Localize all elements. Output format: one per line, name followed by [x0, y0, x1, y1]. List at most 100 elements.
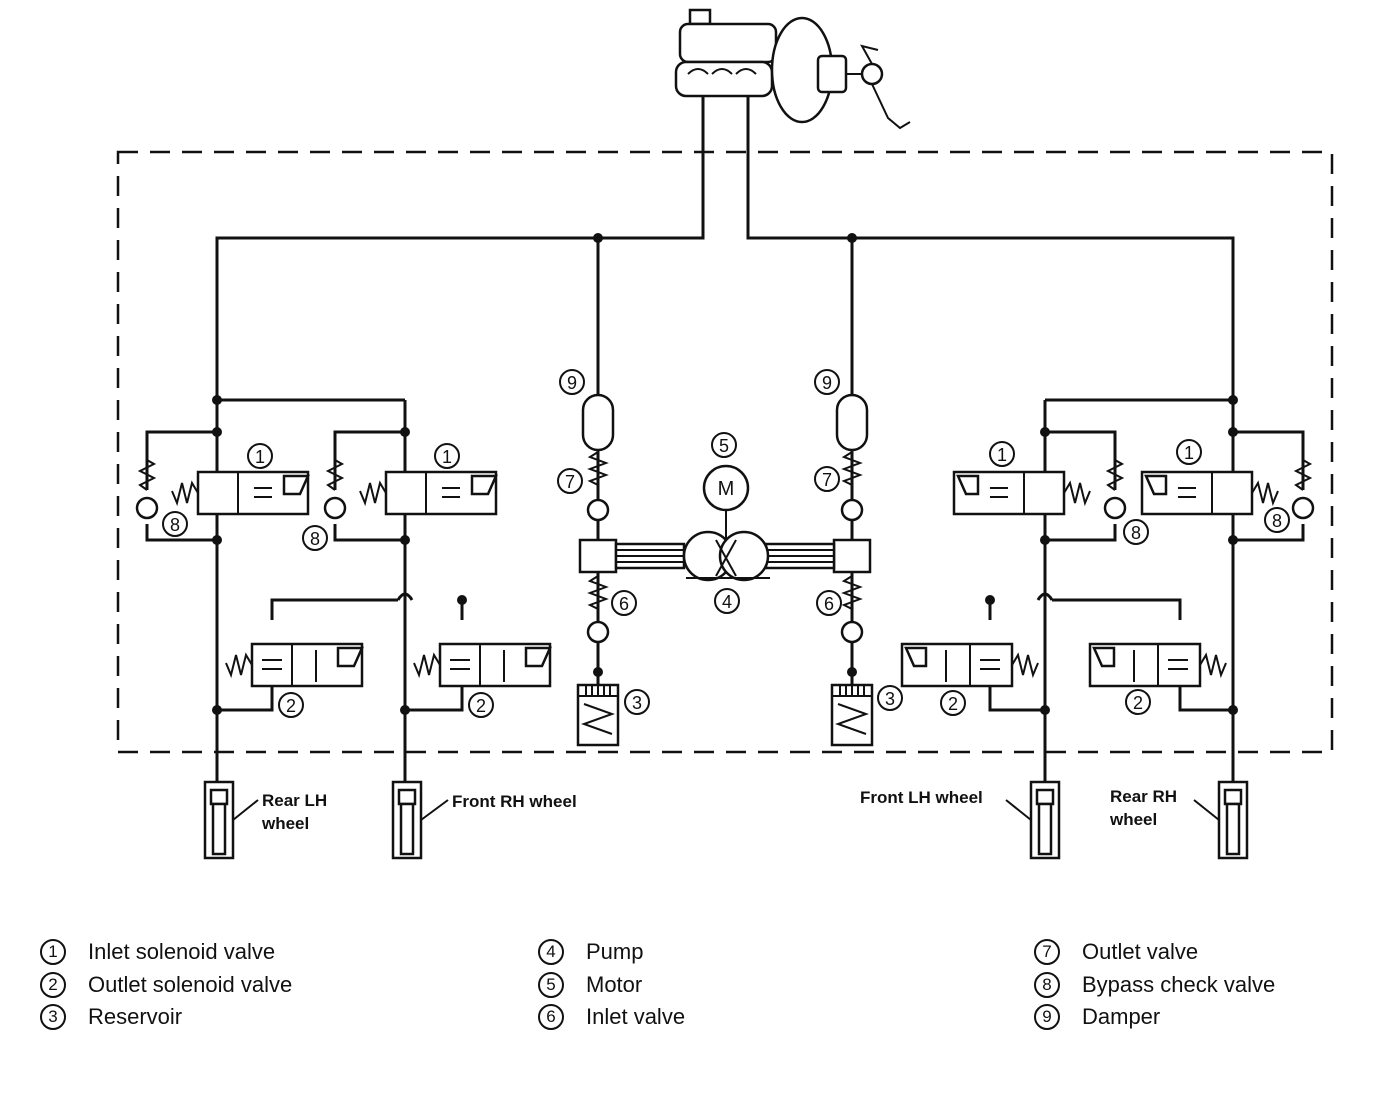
svg-text:4: 4 [722, 592, 732, 612]
callout-2: 2 [468, 692, 494, 718]
inlet-solenoid-valve-rear-lh [171, 470, 310, 516]
wheel-label-rear-lh-1: Rear LH [262, 791, 327, 810]
svg-text:8: 8 [310, 529, 320, 549]
legend-number: 1 [40, 939, 66, 966]
left-circuit-lines [145, 96, 705, 792]
svg-text:2: 2 [286, 696, 296, 716]
legend-item: 5 Motor [538, 969, 685, 1002]
inlet-valves [586, 575, 864, 644]
svg-text:1: 1 [997, 445, 1007, 465]
legend-item: 3 Reservoir [40, 1001, 292, 1034]
bypass-check-valves [135, 459, 1315, 520]
legend-label: Damper [1082, 1004, 1161, 1030]
legend-number: 9 [1034, 1004, 1060, 1031]
wheel-label-rear-rh-2: wheel [1109, 810, 1157, 829]
callout-2: 2 [940, 690, 966, 716]
dampers [581, 393, 869, 452]
legend-number: 6 [538, 1004, 564, 1031]
wheel-label-front-lh: Front LH wheel [860, 788, 983, 807]
svg-text:6: 6 [619, 594, 629, 614]
legend-label: Outlet valve [1082, 939, 1199, 965]
svg-text:8: 8 [1272, 511, 1282, 531]
legend-label: Bypass check valve [1082, 971, 1276, 997]
legend-column-3: 7 Outlet valve 8 Bypass check valve 9 Dampe… [1034, 936, 1275, 1034]
callout-7: 7 [557, 468, 583, 494]
svg-text:5: 5 [719, 436, 729, 456]
legend-item: 7 Outlet valve [1034, 936, 1275, 969]
svg-text:2: 2 [948, 694, 958, 714]
svg-text:3: 3 [885, 689, 895, 709]
callout-5: 5 [711, 432, 737, 458]
number-callouts: 1 1 1 1 2 2 2 2 3 3 4 5 6 6 7 7 8 8 8 8 … [162, 369, 1290, 718]
callout-9: 9 [814, 369, 840, 395]
callout-7: 7 [814, 466, 840, 492]
svg-text:3: 3 [632, 693, 642, 713]
wheel-label-rear-rh-1: Rear RH [1110, 787, 1177, 806]
legend-number: 4 [538, 939, 564, 966]
control-boundary [116, 150, 1334, 754]
legend-label: Pump [586, 939, 644, 965]
wheel-label-rear-lh-2: wheel [261, 814, 309, 833]
legend-number: 8 [1034, 971, 1060, 998]
outlet-solenoid-valve-rear-rh [1088, 642, 1227, 688]
motor: M [702, 464, 750, 512]
legend-item: 4 Pump [538, 936, 685, 969]
callout-8: 8 [1264, 507, 1290, 533]
outlet-solenoid-valve-rear-lh [225, 642, 364, 688]
outlet-solenoid-valves [225, 642, 1227, 688]
callout-6: 6 [816, 590, 842, 616]
svg-text:8: 8 [170, 515, 180, 535]
inlet-solenoid-valve-front-lh [952, 470, 1091, 516]
inlet-solenoid-valve-front-rh [359, 470, 498, 516]
junction-dots [212, 233, 1238, 715]
svg-text:8: 8 [1131, 523, 1141, 543]
svg-text:2: 2 [476, 696, 486, 716]
callout-3: 3 [877, 685, 903, 711]
callout-6: 6 [611, 590, 637, 616]
legend-item: 8 Bypass check valve [1034, 969, 1275, 1002]
inlet-solenoid-valve-rear-rh [1140, 470, 1279, 516]
callout-8: 8 [302, 525, 328, 551]
legend-number: 5 [538, 971, 564, 998]
callout-8: 8 [1123, 519, 1149, 545]
outlet-solenoid-valve-front-rh [413, 642, 552, 688]
reservoirs [576, 683, 874, 747]
legend-label: Outlet solenoid valve [88, 971, 293, 997]
svg-text:1: 1 [1184, 443, 1194, 463]
callout-4: 4 [714, 588, 740, 614]
callout-1: 1 [1176, 439, 1202, 465]
svg-text:1: 1 [255, 447, 265, 467]
svg-text:7: 7 [822, 470, 832, 490]
svg-text:2: 2 [1133, 693, 1143, 713]
legend-number: 7 [1034, 939, 1060, 966]
legend-label: Reservoir [88, 1004, 183, 1030]
motor-letter: M [718, 478, 735, 500]
legend-label: Motor [586, 971, 643, 997]
svg-text:9: 9 [822, 373, 832, 393]
pump-assembly [578, 510, 872, 582]
wheel-label-front-rh: Front RH wheel [452, 792, 577, 811]
master-cylinder-booster [674, 8, 911, 130]
outlet-solenoid-valve-front-lh [900, 642, 1039, 688]
legend-label: Inlet valve [586, 1004, 686, 1030]
legend-column-2: 4 Pump 5 Motor 6 Inlet valve [538, 936, 685, 1034]
legend-item: 9 Damper [1034, 1001, 1275, 1034]
callout-8: 8 [162, 511, 188, 537]
legend-number: 3 [40, 1004, 66, 1031]
svg-text:6: 6 [824, 594, 834, 614]
callout-3: 3 [624, 689, 650, 715]
callout-1: 1 [247, 443, 273, 469]
wheel-cylinders [203, 780, 1249, 860]
callout-1: 1 [434, 443, 460, 469]
callout-2: 2 [1125, 689, 1151, 715]
legend-item: 6 Inlet valve [538, 1001, 685, 1034]
outlet-valves [586, 451, 864, 522]
svg-text:9: 9 [567, 373, 577, 393]
svg-text:7: 7 [565, 472, 575, 492]
callout-1: 1 [989, 441, 1015, 467]
callout-2: 2 [278, 692, 304, 718]
callout-9: 9 [559, 369, 585, 395]
